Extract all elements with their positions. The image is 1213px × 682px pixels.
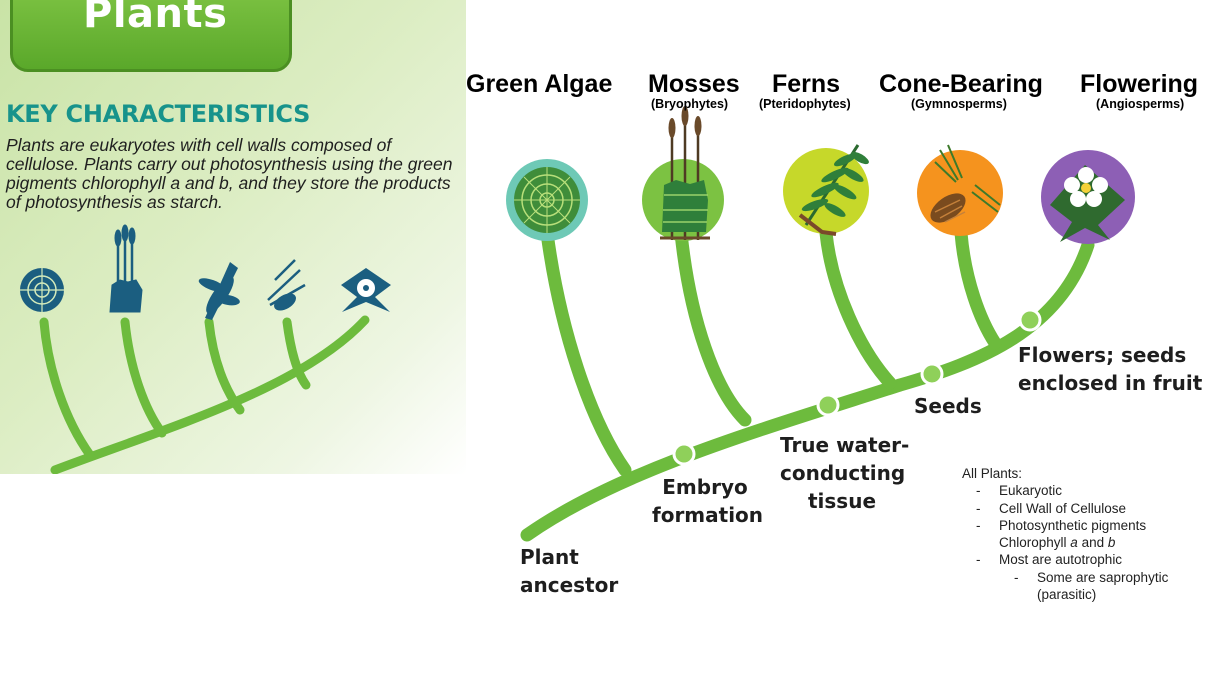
branch-mosses: [674, 226, 752, 427]
branch-green-algae: [540, 226, 632, 477]
moss-icon: [109, 224, 143, 313]
note-subitem-text: Some are saprophytic: [1037, 569, 1169, 585]
note-item-text: Eukaryotic: [999, 483, 1063, 499]
node-embryo: [672, 442, 696, 466]
group-sub-mosses: (Bryophytes): [651, 97, 729, 111]
mini-cladogram: [20, 224, 391, 474]
group-sub-flowering: (Angiosperms): [1096, 97, 1185, 111]
label-line: conducting: [780, 461, 906, 485]
moss-icon: [642, 106, 724, 241]
flower-icon: [341, 268, 391, 312]
mini-branch-algae: [39, 317, 95, 460]
label-line: True water-: [780, 433, 910, 457]
mini-branch-cones: [282, 317, 311, 390]
main-branch: [520, 238, 1095, 542]
note-item-line: Chlorophyll a and b: [962, 534, 1168, 551]
group-sub-ferns: (Pteridophytes): [759, 97, 851, 111]
note-subitem-line: (parasitic): [962, 586, 1168, 603]
note-subitem-text: (parasitic): [1037, 587, 1097, 603]
note-item-line: - Eukaryotic: [962, 482, 1168, 499]
algae-disc-icon: [20, 268, 64, 312]
label-plant-ancestor: Plant ancestor: [520, 543, 618, 599]
label-seeds: Seeds: [914, 392, 982, 420]
group-sub-cone-bearing: (Gymnosperms): [911, 97, 1007, 111]
key-characteristics-heading: KEY CHARACTERISTICS: [6, 100, 311, 128]
cone-icon: [917, 144, 1003, 236]
group-title-mosses: Mosses: [648, 70, 740, 98]
flower-icon: [1041, 150, 1135, 244]
notes-list: - Eukaryotic - Cell Wall of Cellulose - Photo…: [962, 482, 1168, 603]
label-line: Embryo: [662, 475, 748, 499]
all-plants-notes: All Plants: - Eukaryotic - Cell Wall of Cel…: [962, 465, 1168, 603]
branch-ferns: [819, 226, 897, 390]
node-water-tissue: [816, 393, 840, 417]
title-tab: Plants: [10, 0, 292, 72]
key-characteristics-text: Plants are eukaryotes with cell walls co…: [6, 135, 453, 212]
label-line: tissue: [807, 489, 877, 513]
node-flowers: [1018, 308, 1042, 332]
group-title-green-algae: Green Algae: [466, 70, 613, 98]
note-subitem-line: - Some are saprophytic: [962, 569, 1168, 586]
label-embryo-formation: Embryo formation: [652, 473, 764, 529]
mini-branch-mosses: [120, 317, 167, 438]
label-line: ancestor: [520, 573, 619, 597]
group-title-ferns: Ferns: [772, 70, 841, 98]
label-water-conducting: True water- conducting tissue: [780, 431, 910, 515]
textbook-panel: Plants KEY CHARACTERISTICS Plants are eu…: [0, 0, 466, 474]
mini-main-branch: [50, 315, 370, 474]
group-title-cone-bearing: Cone-Bearing: [879, 70, 1043, 98]
label-flowers-fruit: Flowers; seeds enclosed in fruit: [1018, 341, 1203, 397]
note-item-line: - Most are autotrophic: [962, 551, 1168, 568]
note-item-line: - Photosynthetic pigments: [962, 517, 1168, 534]
node-seeds: [920, 362, 944, 386]
note-item-line: - Cell Wall of Cellulose: [962, 500, 1168, 517]
bullet-dash: -: [1014, 569, 1019, 585]
note-item-text: Chlorophyll a and b: [999, 535, 1116, 551]
note-item-text: Cell Wall of Cellulose: [999, 500, 1127, 516]
bullet-dash: -: [976, 517, 981, 533]
algae-icon: [506, 159, 588, 241]
label-line: formation: [652, 503, 764, 527]
label-line: Seeds: [914, 394, 982, 418]
bullet-dash: -: [976, 552, 981, 568]
mini-branch-ferns: [204, 317, 245, 415]
group-title-flowering: Flowering: [1080, 70, 1199, 98]
branch-cone-bearing: [954, 226, 1002, 350]
pine-cone-icon: [267, 259, 306, 311]
label-line: enclosed in fruit: [1018, 371, 1203, 395]
panel-title: Plants: [83, 0, 228, 37]
label-line: Flowers; seeds: [1018, 343, 1187, 367]
bullet-dash: -: [976, 483, 981, 499]
fern-icon: [783, 144, 869, 236]
note-item-text: Photosynthetic pigments: [999, 517, 1147, 533]
notes-title: All Plants:: [962, 466, 1023, 481]
fern-icon: [198, 262, 240, 320]
bullet-dash: -: [976, 500, 981, 516]
label-line: Plant: [520, 545, 579, 569]
note-item-text: Most are autotrophic: [999, 552, 1123, 568]
